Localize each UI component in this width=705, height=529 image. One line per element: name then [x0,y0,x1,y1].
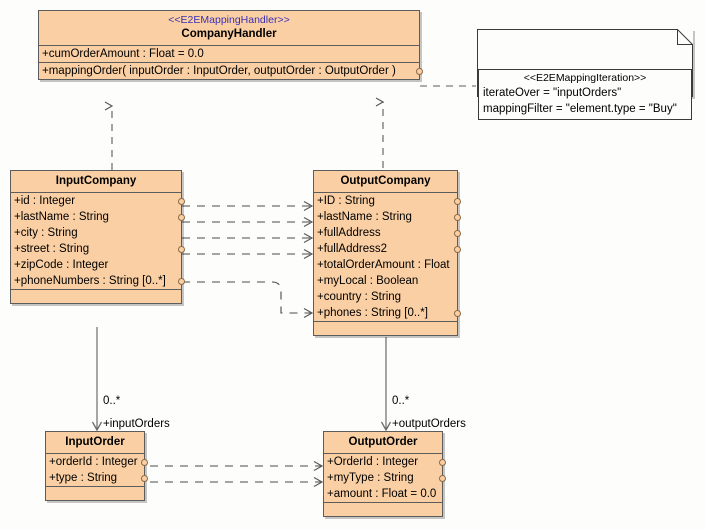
association-label-input-multiplicity: 0..* [103,395,121,407]
note-e2e-mapping-iteration[interactable]: <<E2EMappingIteration>> iterateOver = "i… [477,29,693,120]
port-circle-icon [178,278,185,285]
operations-compartment [324,503,442,516]
note-stereotype: <<E2EMappingIteration>> [523,72,647,84]
attribute-row: +phoneNumbers : String [0..*] [11,273,185,289]
note-line-iterate-over: iterateOver = "inputOrders" [483,87,622,99]
class-name-label: InputCompany [55,175,137,187]
class-input-company[interactable]: InputCompany +id : Integer +lastName : S… [10,170,185,304]
attribute-row: +lastName : String [11,209,185,225]
attributes-compartment: +cumOrderAmount : Float = 0.0 [39,46,419,63]
attributes-compartment: +id : Integer +lastName : String +city :… [11,193,185,290]
note-text-box: <<E2EMappingIteration>> iterateOver = "i… [478,69,692,120]
class-header-input-order: InputOrder [46,432,144,454]
class-company-handler[interactable]: <<E2EMappingHandler>> CompanyHandler +cu… [38,10,423,80]
class-output-order[interactable]: OutputOrder +OrderId : Integer +myType :… [323,431,446,517]
port-circle-icon [454,310,461,317]
attribute-row: +street : String [11,241,185,257]
operations-compartment [314,322,457,335]
operations-compartment [46,487,144,500]
attributes-compartment: +ID : String +lastName : String +fullAdd… [314,193,461,322]
attribute-row: +amount : Float = 0.0 [327,488,437,500]
operations-compartment: +mappingOrder( inputOrder : InputOrder, … [39,63,423,79]
class-header-input-company: InputCompany [11,171,181,193]
attribute-row: +myLocal : Boolean [317,275,419,287]
attribute-row: +myType : String [324,470,446,486]
class-name-label: CompanyHandler [181,28,277,40]
attribute-row: +totalOrderAmount : Float [317,259,450,271]
port-circle-icon [439,475,446,482]
port-circle-icon [178,246,185,253]
port-circle-icon [416,68,423,75]
port-circle-icon [141,475,148,482]
class-output-company[interactable]: OutputCompany +ID : String +lastName : S… [313,170,461,336]
attribute-row: +type : String [46,470,148,486]
association-label-output-multiplicity: 0..* [392,395,410,407]
attribute-row: +fullAddress [314,225,461,241]
class-name-label: InputOrder [65,436,125,448]
note-line-mapping-filter: mappingFilter = "element.type = "Buy" [483,103,677,115]
port-circle-icon [439,459,446,466]
attribute-row: +OrderId : Integer [324,454,446,470]
class-name-label: OutputCompany [340,175,431,187]
class-input-order[interactable]: InputOrder +orderId : Integer +type : St… [45,431,148,501]
port-circle-icon [454,214,461,221]
port-circle-icon [141,459,148,466]
association-label-output-role: +outputOrders [392,418,466,430]
attributes-compartment: +orderId : Integer +type : String [46,454,148,487]
attribute-row: +cumOrderAmount : Float = 0.0 [42,48,204,60]
operation-row: +mappingOrder( inputOrder : InputOrder, … [39,63,423,79]
attribute-row: +zipCode : Integer [14,259,109,271]
attribute-row: +city : String [14,227,78,239]
attribute-row: +id : Integer [11,193,185,209]
attribute-row: +country : String [317,291,402,303]
attribute-row: +orderId : Integer [46,454,148,470]
port-circle-icon [178,198,185,205]
attribute-row: +ID : String [314,193,461,209]
attribute-row: +fullAddress2 [314,241,461,257]
stereotype-label: <<E2EMappingHandler>> [168,14,290,26]
class-name-label: OutputOrder [348,436,418,448]
attribute-row: +phones : String [0..*] [314,305,461,321]
class-header-output-order: OutputOrder [324,432,442,454]
mapping-phoneNumbers-to-phones [182,281,314,319]
port-circle-icon [454,246,461,253]
port-circle-icon [178,214,185,221]
association-label-input-role: +inputOrders [103,418,170,430]
attribute-row: +lastName : String [314,209,461,225]
attributes-compartment: +OrderId : Integer +myType : String +amo… [324,454,446,503]
port-circle-icon [454,230,461,237]
class-header-output-company: OutputCompany [314,171,457,193]
class-header-company-handler: <<E2EMappingHandler>> CompanyHandler [39,11,419,46]
operations-compartment [11,290,181,303]
port-circle-icon [454,198,461,205]
